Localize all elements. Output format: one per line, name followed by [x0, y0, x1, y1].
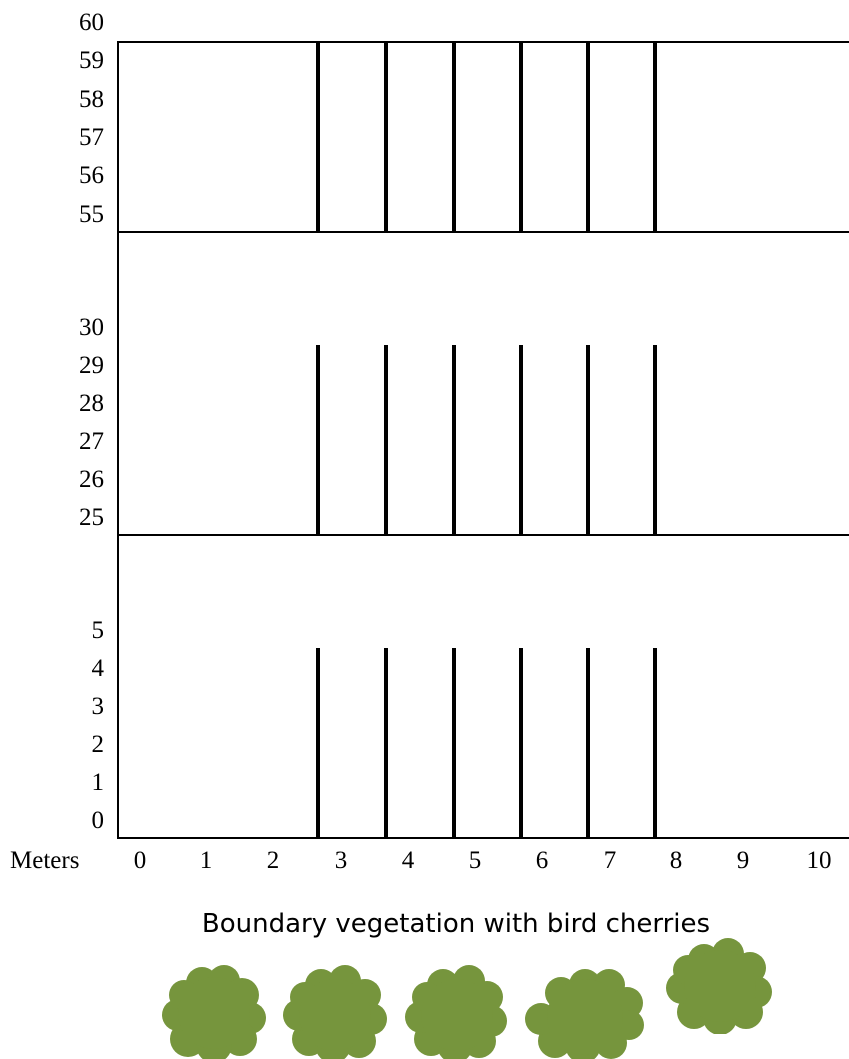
y-label-28: 28 [79, 390, 104, 417]
stake-bottom-4 [384, 648, 388, 838]
top-boundary-line [117, 41, 849, 43]
bird-cherry-bush-icon [162, 965, 266, 1059]
stake-bottom-7 [586, 648, 590, 838]
x-tick-1: 1 [199, 847, 213, 874]
y-label-5: 5 [91, 617, 105, 644]
x-tick-2: 2 [266, 847, 280, 874]
y-label-55: 55 [79, 201, 104, 228]
stake-top-4 [384, 41, 388, 231]
stake-bottom-8 [653, 648, 657, 838]
stake-bottom-6 [519, 648, 523, 838]
stake-middle-8 [653, 345, 657, 534]
x-tick-9: 9 [736, 847, 750, 874]
y-label-29: 29 [79, 352, 104, 379]
y-label-58: 58 [79, 86, 104, 113]
y-label-0: 0 [91, 807, 105, 834]
y-label-56: 56 [79, 162, 104, 189]
stake-middle-4 [384, 345, 388, 534]
stake-middle-3 [316, 345, 320, 534]
y-label-2: 2 [91, 731, 105, 758]
x-tick-10: 10 [806, 847, 832, 874]
y-label-1: 1 [91, 769, 105, 796]
x-tick-5: 5 [468, 847, 482, 874]
y-label-27: 27 [79, 428, 104, 455]
y-label-59: 59 [79, 47, 104, 74]
stake-middle-5 [452, 345, 456, 534]
y-label-30: 30 [79, 314, 104, 341]
x-tick-4: 4 [401, 847, 415, 874]
bird-cherry-bush-icon [405, 965, 507, 1059]
x-tick-6: 6 [535, 847, 549, 874]
y-label-3: 3 [91, 693, 105, 720]
x-tick-0: 0 [133, 847, 147, 874]
y-label-57: 57 [79, 124, 104, 151]
stake-middle-6 [519, 345, 523, 534]
stake-top-5 [452, 41, 456, 231]
bird-cherry-bush-icon [666, 938, 772, 1034]
x-tick-3: 3 [334, 847, 348, 874]
bottom-axis-line [117, 837, 849, 839]
bird-cherry-bush-icon [283, 965, 387, 1059]
stake-top-3 [316, 41, 320, 231]
vegetation-caption: Boundary vegetation with bird cherries [201, 909, 711, 939]
plot-left-border [117, 41, 119, 839]
x-axis-title: Meters [10, 847, 80, 874]
y-label-26: 26 [79, 466, 104, 493]
section-divider-lower [117, 534, 849, 536]
section-divider-upper [117, 231, 849, 233]
stake-top-6 [519, 41, 523, 231]
stake-bottom-3 [316, 648, 320, 838]
stake-top-8 [653, 41, 657, 231]
y-label-25: 25 [79, 504, 104, 531]
bird-cherry-bush-icon [525, 969, 644, 1059]
y-label-60: 60 [79, 9, 104, 36]
stake-middle-7 [586, 345, 590, 534]
stake-top-7 [586, 41, 590, 231]
stake-bottom-5 [452, 648, 456, 838]
x-tick-8: 8 [669, 847, 683, 874]
y-label-4: 4 [91, 655, 105, 682]
x-tick-7: 7 [603, 847, 617, 874]
